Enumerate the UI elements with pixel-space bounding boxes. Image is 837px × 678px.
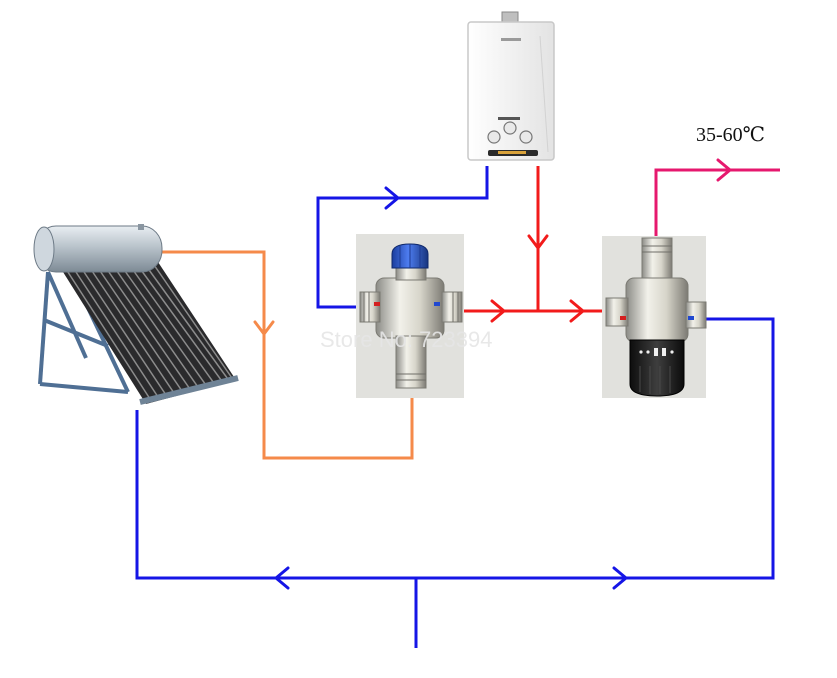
storage-tank (33, 224, 163, 273)
outlet-temperature-label: 35-60℃ (696, 124, 765, 146)
arrow-right-icon (490, 299, 506, 323)
gas-water-heater (467, 11, 555, 161)
thermostatic-valve-right (602, 236, 707, 398)
arrow-right-icon (569, 299, 585, 323)
arrow-right-icon (716, 158, 732, 182)
arrow-right-icon (612, 566, 628, 590)
flow-arrows (253, 158, 732, 590)
store-watermark: Store No: 723394 (320, 327, 492, 352)
arrow-right-icon (384, 186, 400, 210)
arrow-left-icon (274, 566, 290, 590)
solar-water-heater (33, 224, 239, 405)
arrow-down-icon (527, 234, 549, 250)
arrow-down-icon (253, 320, 275, 336)
solar-hot-pipe (160, 250, 414, 460)
pipes (135, 166, 780, 648)
control-knobs (487, 117, 538, 156)
cold-pipe-return (135, 317, 775, 580)
cold-pipe-to-valve (316, 166, 489, 309)
vacuum-tubes (58, 261, 239, 405)
outlet-pipe (654, 168, 780, 236)
thermostatic-valve-left (356, 234, 464, 398)
